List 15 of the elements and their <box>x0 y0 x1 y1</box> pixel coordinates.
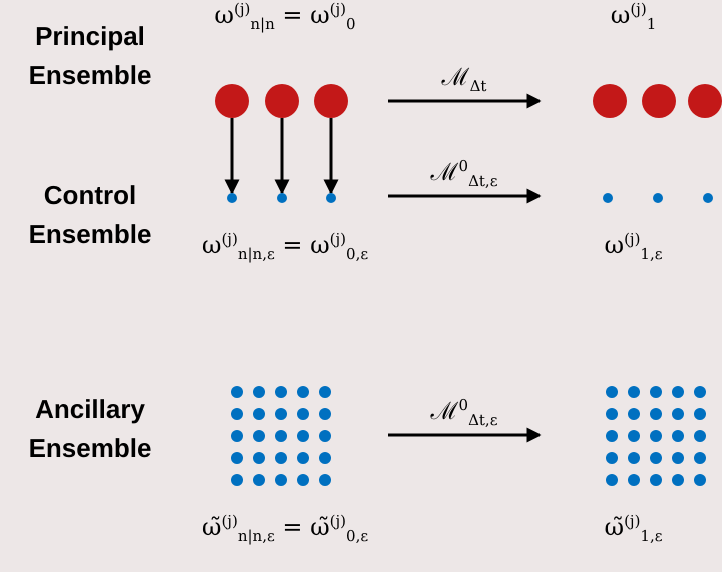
arrow <box>274 118 290 194</box>
row-label: Control Ensemble <box>28 179 152 251</box>
dot <box>227 193 237 203</box>
dot <box>277 193 287 203</box>
dot <box>314 84 348 118</box>
arrow <box>324 118 338 194</box>
row-label: Principal Ensemble <box>28 20 152 92</box>
dot <box>326 193 336 203</box>
arrow <box>388 94 542 108</box>
arrow <box>388 428 542 442</box>
dot <box>215 84 249 118</box>
arrow <box>224 118 240 194</box>
row-label: Ancillary Ensemble <box>28 393 152 465</box>
dot <box>265 84 299 118</box>
arrow <box>388 188 542 204</box>
